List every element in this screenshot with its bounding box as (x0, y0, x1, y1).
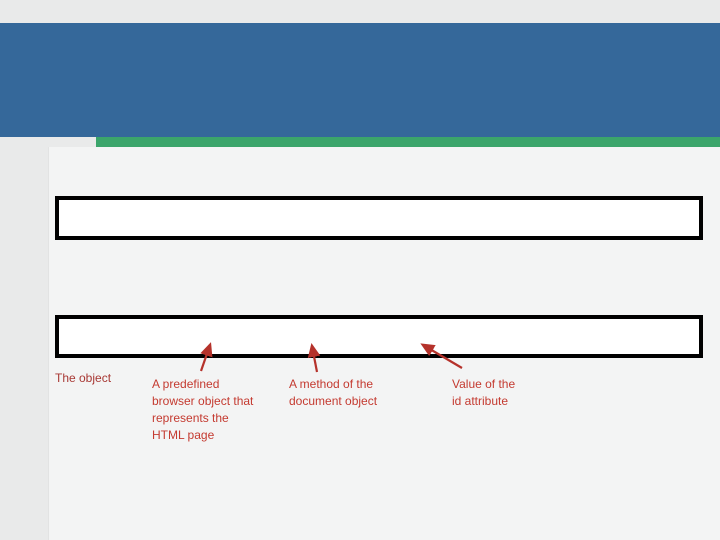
header-green-accent-bar (96, 137, 720, 148)
annotation-line: A method of the (289, 377, 374, 391)
annotation-line: browser object that (152, 394, 254, 408)
code-placeholder-box-2 (55, 315, 703, 358)
annotation-line: A predefined (152, 377, 220, 391)
annotation-browser-object: A predefined browser object that represe… (152, 376, 253, 444)
header-blue-band (0, 23, 720, 137)
annotation-line: document object (289, 394, 378, 408)
annotation-line: id attribute (452, 394, 509, 408)
code-placeholder-box-1 (55, 196, 703, 240)
annotation-document-method: A method of the document object (289, 376, 377, 410)
annotation-line: represents the (152, 411, 229, 425)
caption-the-object: The object (55, 371, 112, 385)
annotation-id-attribute: Value of the id attribute (452, 376, 515, 410)
annotation-line: Value of the (452, 377, 516, 391)
annotation-line: HTML page (152, 428, 215, 442)
